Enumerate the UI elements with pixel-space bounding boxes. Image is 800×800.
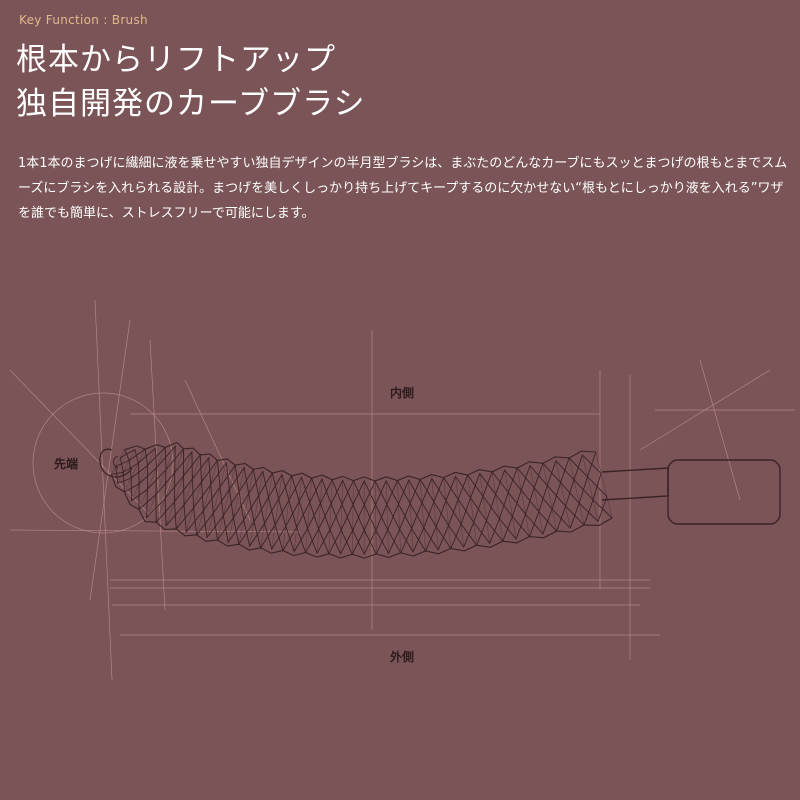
bristle-tuft xyxy=(124,448,146,493)
bristle-tuft xyxy=(582,455,599,522)
bristle-tuft xyxy=(165,451,193,526)
bristle-tuft xyxy=(455,476,464,548)
bristle-tuft xyxy=(385,480,389,554)
description-paragraph: 1本1本のまつげに繊細に液を乗せやすい独自デザインの半月型ブラシは、まぶたのどん… xyxy=(18,156,788,221)
bristle-tuft xyxy=(491,471,504,542)
bristle-tuft xyxy=(111,449,125,475)
bristle-tuft xyxy=(271,474,283,550)
bristle-tuft xyxy=(293,477,302,552)
bristle-tuft xyxy=(479,473,490,544)
bristle-tuft xyxy=(131,448,156,501)
bristle-tuft xyxy=(260,472,273,548)
bristle-tuft xyxy=(568,457,585,525)
bristle-contour xyxy=(124,446,597,506)
brush-illustration xyxy=(9,300,795,681)
bristle-tuft xyxy=(328,479,333,554)
bristle-tuft xyxy=(529,465,544,534)
bristle-tuft xyxy=(431,478,439,550)
bristle-tuft xyxy=(408,480,414,553)
label-inner-side: 内側 xyxy=(390,386,415,400)
bristle-tuft xyxy=(282,475,292,551)
headline-line-2: 独自開発のカーブブラシ xyxy=(16,86,366,122)
section-eyebrow: Key Function : Brush xyxy=(19,13,148,27)
bristle-tuft xyxy=(467,475,477,546)
brush-tip xyxy=(99,448,133,478)
bristle-tuft xyxy=(443,477,452,549)
bristle-tuft xyxy=(138,447,166,510)
bristle-tuft xyxy=(555,460,571,529)
bristle-tuft xyxy=(186,457,210,533)
label-tip: 先端 xyxy=(54,457,79,471)
bristle-tuft xyxy=(516,467,530,537)
bristle-tuft xyxy=(340,480,343,555)
bristle-tuft xyxy=(175,454,201,529)
bristle-tuft xyxy=(146,446,176,518)
bristle-contour xyxy=(115,459,608,532)
bristle-tuft xyxy=(397,480,401,553)
bristle-tuft xyxy=(305,478,312,553)
bristle-tuft xyxy=(196,460,218,535)
bristle-tuft xyxy=(419,479,426,552)
bristle-tuft xyxy=(504,469,517,540)
bristle-contour xyxy=(111,471,613,556)
bristle-tuft xyxy=(352,480,354,555)
bristle-tuft xyxy=(595,451,613,519)
bristle-tuft xyxy=(227,467,245,543)
bristle-tuft xyxy=(542,463,557,532)
bristle-tuft xyxy=(238,469,254,545)
brush-bristles xyxy=(110,441,613,559)
bristle-tuft xyxy=(206,462,227,538)
label-outer-side: 外側 xyxy=(390,650,415,664)
bristle-tuft xyxy=(217,465,236,540)
brush-handle xyxy=(601,459,781,525)
guide-lines xyxy=(9,300,795,681)
brush-diagram: 内側 先端 外側 xyxy=(0,300,800,720)
headline: 根本からリフトアップ 独自開発のカーブブラシ xyxy=(16,38,366,126)
tip-guide-circle xyxy=(32,392,174,534)
bristle-tuft xyxy=(117,449,136,484)
bristle-tuft xyxy=(155,448,184,523)
headline-line-1: 根本からリフトアップ xyxy=(16,42,336,78)
bristle-tuft xyxy=(249,471,264,547)
bristle-tuft xyxy=(316,479,323,554)
bristle-tuft xyxy=(374,480,377,554)
